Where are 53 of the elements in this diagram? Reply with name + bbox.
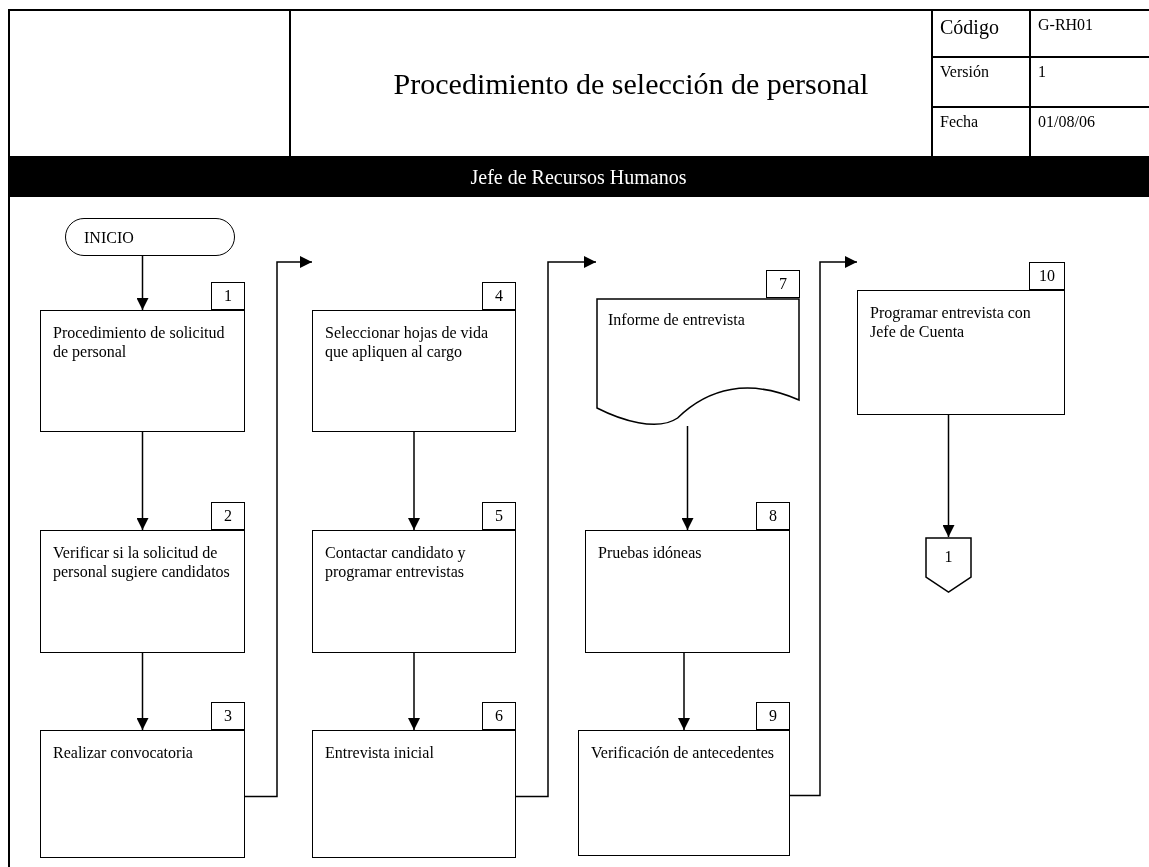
- node-text: Programar entrevista con Jefe de Cuenta: [870, 303, 1032, 342]
- node-text: Realizar convocatoria: [53, 743, 194, 763]
- offpage-connector: [925, 537, 972, 593]
- arrow: [789, 256, 858, 797]
- process-box: [312, 530, 516, 653]
- table-cell-text: Fecha: [939, 112, 980, 132]
- arrow: [408, 652, 420, 731]
- step-number: 2: [211, 502, 245, 530]
- process-box: [40, 310, 245, 432]
- step-number: 9: [756, 702, 790, 730]
- process-box: [40, 730, 245, 858]
- start-terminal: [65, 218, 235, 256]
- node-text: Verificación de antecedentes: [591, 743, 775, 763]
- step-number: 10: [1029, 262, 1065, 290]
- document-shape: [596, 298, 800, 428]
- node-text: 1: [943, 547, 954, 567]
- node-text: INICIO: [84, 228, 135, 248]
- process-box: [312, 310, 516, 432]
- process-box: [40, 530, 245, 653]
- table-cell-text: Versión: [939, 62, 990, 82]
- step-number: 8: [756, 502, 790, 530]
- node-text: Entrevista inicial: [325, 743, 435, 763]
- arrow: [136, 652, 149, 731]
- node-text: Contactar candidato y programar entrevistas: [325, 543, 467, 582]
- table-cell-text: 01/08/06: [1037, 112, 1096, 132]
- process-box: [312, 730, 516, 858]
- node-text: Procedimiento de solicitud de personal: [53, 323, 226, 362]
- process-box: [578, 730, 790, 856]
- arrow: [681, 425, 694, 531]
- arrow: [408, 431, 420, 531]
- step-number: 1: [211, 282, 245, 310]
- process-box: [857, 290, 1065, 415]
- arrow: [942, 414, 955, 538]
- table-cell-text: 1: [1037, 62, 1047, 82]
- title: Procedimiento de selección de personal: [393, 66, 869, 101]
- node-text: Informe de entrevista: [608, 310, 746, 330]
- arrow: [244, 256, 313, 798]
- arrow: [678, 652, 690, 731]
- step-number: 7: [766, 270, 800, 298]
- table-cell-text: Código: [939, 15, 1000, 41]
- step-number: 6: [482, 702, 516, 730]
- arrow: [136, 255, 149, 311]
- lane-header: Jefe de Recursos Humanos: [8, 157, 1149, 197]
- table-cell-text: G-RH01: [1037, 15, 1095, 35]
- arrow: [515, 256, 597, 798]
- node-text: Seleccionar hojas de vida que apliquen al cargo: [325, 323, 490, 362]
- process-box: [585, 530, 790, 653]
- node-text: Verificar si la solicitud de personal sugiere candidatos: [53, 543, 231, 582]
- node-text: Pruebas idóneas: [598, 543, 703, 563]
- step-number: 3: [211, 702, 245, 730]
- arrow: [136, 431, 149, 531]
- step-number: 5: [482, 502, 516, 530]
- step-number: 4: [482, 282, 516, 310]
